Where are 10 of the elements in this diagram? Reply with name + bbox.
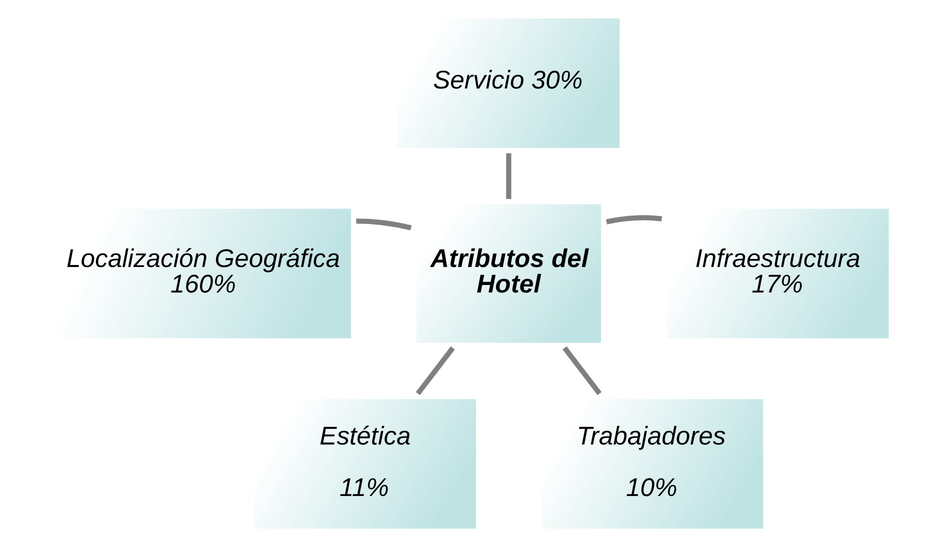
node-box: Servicio 30% xyxy=(397,18,620,148)
connector xyxy=(562,346,602,396)
connector xyxy=(356,218,412,230)
node-box: Trabajadores 10% xyxy=(540,399,763,529)
node-box: Infraestructura 17% xyxy=(666,208,888,338)
connector xyxy=(415,346,454,396)
node-box: Estética 11% xyxy=(254,399,476,529)
connector xyxy=(605,215,662,224)
connector xyxy=(506,153,511,199)
node-box: Atributos del Hotel xyxy=(416,204,600,343)
